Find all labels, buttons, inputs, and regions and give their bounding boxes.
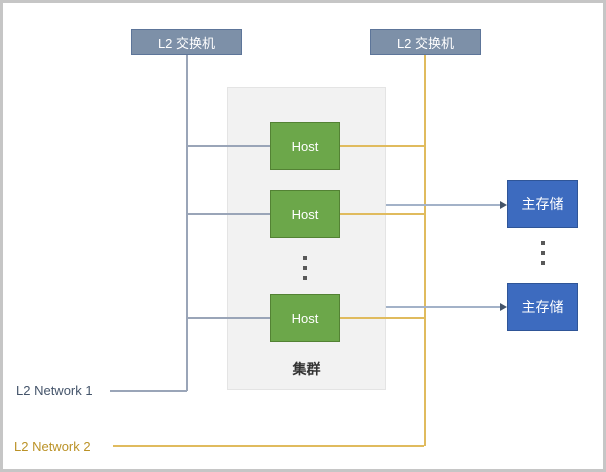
primary-storage-node-2: 主存储 (507, 283, 578, 331)
network2-label-line (113, 445, 424, 447)
network1-label: L2 Network 1 (16, 383, 93, 398)
arrow-to-storage-2-head-icon (500, 303, 507, 311)
l2-switch-1-node: L2 交换机 (131, 29, 242, 55)
network2-vertical-line (424, 55, 426, 446)
host-node-3: Host (270, 294, 340, 342)
arrow-to-storage-2-line (386, 306, 501, 308)
hosts-ellipsis-icon (303, 256, 307, 280)
storage-ellipsis-icon (541, 241, 545, 265)
network1-branch-host3 (187, 317, 270, 319)
l2-switch-2-node: L2 交换机 (370, 29, 481, 55)
network2-branch-host2 (340, 213, 424, 215)
network2-branch-host1 (340, 145, 424, 147)
arrow-to-storage-1-line (386, 204, 501, 206)
host-node-2: Host (270, 190, 340, 238)
network1-vertical-line (186, 55, 188, 391)
network1-label-line (110, 390, 187, 392)
host-node-1: Host (270, 122, 340, 170)
network1-branch-host2 (187, 213, 270, 215)
network1-branch-host1 (187, 145, 270, 147)
network2-label: L2 Network 2 (14, 439, 91, 454)
primary-storage-node-1: 主存储 (507, 180, 578, 228)
network2-branch-host3 (340, 317, 424, 319)
cluster-label: 集群 (292, 361, 321, 377)
arrow-to-storage-1-head-icon (500, 201, 507, 209)
